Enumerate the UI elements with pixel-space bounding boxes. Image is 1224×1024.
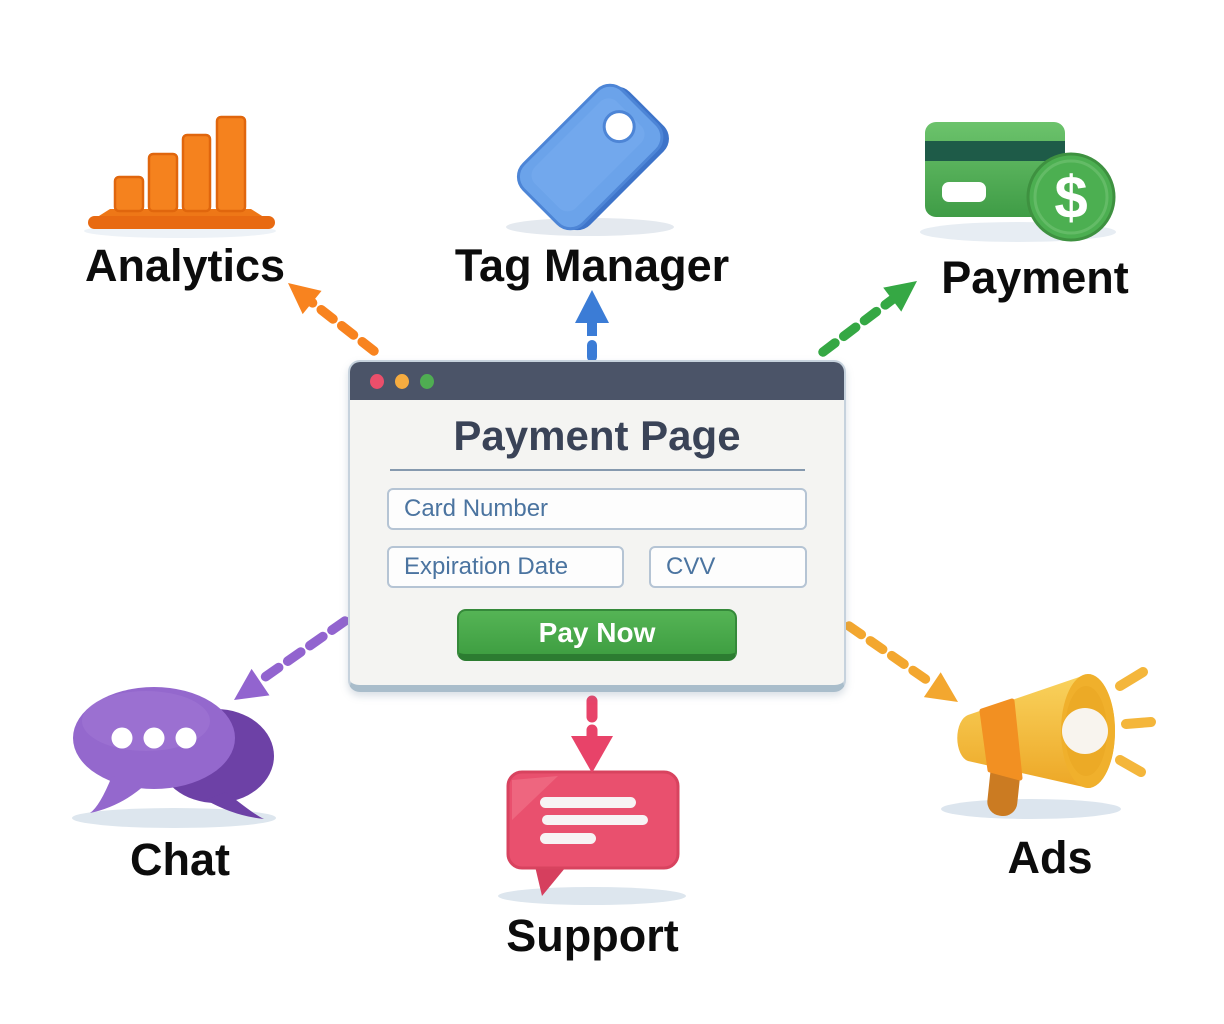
dollar-sign: $ (1054, 164, 1087, 231)
node-label-analytics: Analytics (84, 240, 286, 291)
payment-icon: $ (920, 122, 1116, 242)
chat-icon (72, 687, 276, 828)
icon-shadow (498, 887, 686, 905)
cvv-input[interactable] (649, 546, 807, 588)
node-label-chat: Chat (130, 834, 230, 885)
card-number-input[interactable] (387, 488, 807, 530)
card-number-box (942, 182, 986, 202)
window-titlebar (350, 362, 844, 400)
window-body: Payment Page Pay Now (350, 400, 844, 661)
coin-ring (1033, 159, 1109, 235)
bubble-tail (534, 862, 570, 896)
arrowhead (575, 290, 609, 323)
node-label-support: Support (506, 910, 679, 961)
fields-row (387, 546, 807, 588)
chart-base-bar (88, 216, 275, 229)
chart-bars (113, 115, 247, 213)
tag-hole (602, 110, 636, 144)
dollar-coin (1026, 152, 1116, 242)
node-label-ads: Ads (1007, 832, 1093, 883)
ads-icon (941, 667, 1156, 819)
bell-speaker (1062, 708, 1108, 754)
node-label-payment: Payment (941, 252, 1129, 303)
node-label-tag-manager: Tag Manager (454, 240, 730, 291)
minimize-window-dot[interactable] (395, 373, 409, 389)
icon-shadow (72, 808, 276, 828)
analytics-icon (84, 115, 276, 238)
expiration-date-input[interactable] (387, 546, 624, 588)
maximize-window-dot[interactable] (420, 373, 434, 389)
typing-dots (111, 727, 197, 749)
close-window-dot[interactable] (370, 373, 384, 389)
title-divider (389, 469, 805, 471)
pay-now-button[interactable]: Pay Now (457, 609, 737, 661)
arrow-to-support (571, 695, 613, 773)
arrow-to-tag-manager (575, 290, 609, 362)
sound-waves (1115, 667, 1156, 777)
icon-shadow (506, 218, 674, 236)
support-icon (498, 770, 686, 905)
payment-window: Payment Page Pay Now (348, 360, 846, 692)
megaphone-band (979, 698, 1023, 781)
message-lines (540, 797, 648, 844)
page-title: Payment Page (453, 412, 741, 459)
icon-shadow (941, 799, 1121, 819)
tag-manager-icon (506, 83, 674, 236)
card-stripe (925, 141, 1065, 161)
bubble-fold (512, 776, 558, 820)
